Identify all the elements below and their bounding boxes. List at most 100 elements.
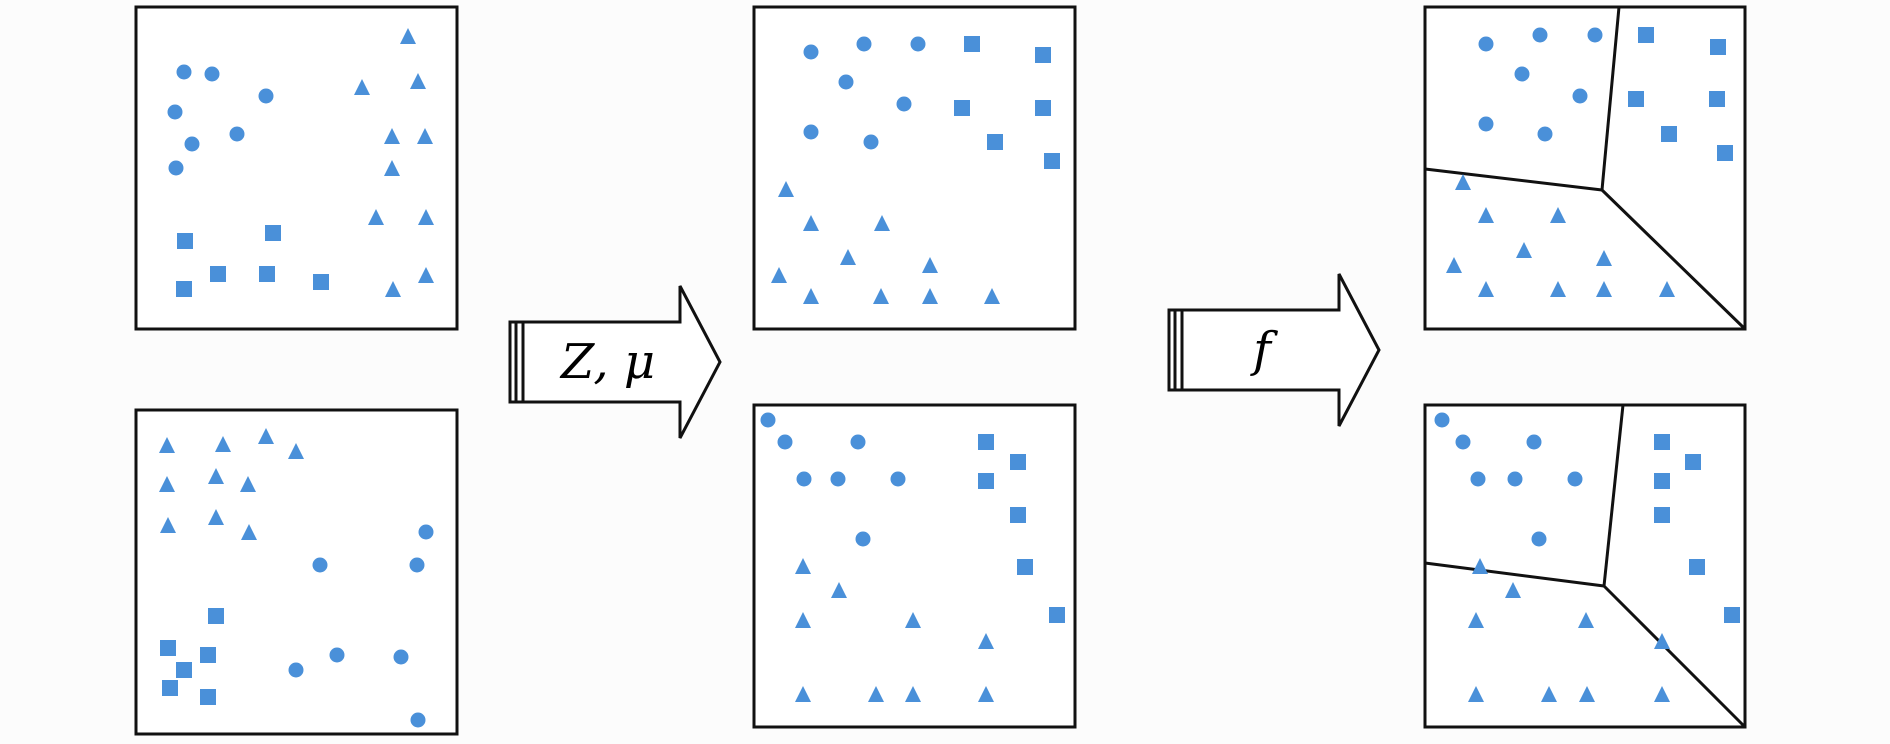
- circle-marker: [288, 662, 304, 678]
- triangle-marker: [385, 281, 401, 297]
- markers: [167, 28, 434, 297]
- square-marker: [978, 434, 994, 450]
- triangle-marker: [1550, 207, 1566, 223]
- square-marker: [1717, 145, 1733, 161]
- latent-panel-top: [752, 5, 1077, 331]
- square-marker: [987, 134, 1003, 150]
- circle-marker: [1537, 126, 1553, 142]
- circle-marker: [258, 88, 274, 104]
- triangle-marker: [905, 686, 921, 702]
- triangle-marker: [874, 215, 890, 231]
- square-marker: [954, 100, 970, 116]
- triangle-marker: [1596, 250, 1612, 266]
- triangle-marker: [1659, 281, 1675, 297]
- circle-marker: [1478, 36, 1494, 52]
- circle-marker: [890, 471, 906, 487]
- triangle-marker: [795, 612, 811, 628]
- triangle-marker: [1478, 281, 1494, 297]
- circle-marker: [393, 649, 409, 665]
- triangle-marker: [258, 428, 274, 444]
- triangle-marker: [368, 209, 384, 225]
- square-marker: [208, 608, 224, 624]
- triangle-marker: [417, 128, 433, 144]
- square-marker: [1010, 454, 1026, 470]
- circle-marker: [838, 74, 854, 90]
- triangle-marker: [1550, 281, 1566, 297]
- square-marker: [1010, 507, 1026, 523]
- markers: [1434, 412, 1740, 702]
- circle-marker: [803, 44, 819, 60]
- triangle-marker: [354, 79, 370, 95]
- square-marker: [1709, 91, 1725, 107]
- square-marker: [1049, 607, 1065, 623]
- circle-marker: [410, 712, 426, 728]
- triangle-marker: [984, 288, 1000, 304]
- markers: [159, 428, 434, 728]
- triangle-marker: [1541, 686, 1557, 702]
- triangle-marker: [978, 633, 994, 649]
- circle-marker: [204, 66, 220, 82]
- circle-marker: [1478, 116, 1494, 132]
- square-marker: [1638, 27, 1654, 43]
- triangle-marker: [922, 288, 938, 304]
- markers: [1446, 27, 1733, 297]
- triangle-marker: [868, 686, 884, 702]
- square-marker: [200, 647, 216, 663]
- triangle-marker: [418, 267, 434, 283]
- triangle-marker: [1478, 207, 1494, 223]
- square-marker: [1724, 607, 1740, 623]
- square-marker: [176, 281, 192, 297]
- triangle-marker: [1516, 242, 1532, 258]
- triangle-marker: [1596, 281, 1612, 297]
- triangle-marker: [803, 215, 819, 231]
- triangle-marker: [410, 73, 426, 89]
- square-marker: [1710, 39, 1726, 55]
- triangle-marker: [803, 288, 819, 304]
- circle-marker: [418, 524, 434, 540]
- triangle-marker: [1579, 686, 1595, 702]
- circle-marker: [176, 64, 192, 80]
- triangle-marker: [1578, 612, 1594, 628]
- circle-marker: [167, 104, 183, 120]
- triangle-marker: [1505, 582, 1521, 598]
- triangle-marker: [400, 28, 416, 44]
- triangle-marker: [778, 181, 794, 197]
- circle-marker: [1455, 434, 1471, 450]
- square-marker: [1654, 473, 1670, 489]
- circle-marker: [863, 134, 879, 150]
- circle-marker: [1532, 27, 1548, 43]
- circle-marker: [855, 531, 871, 547]
- triangle-marker: [795, 686, 811, 702]
- triangle-marker: [905, 612, 921, 628]
- square-marker: [176, 662, 192, 678]
- triangle-marker: [1654, 686, 1670, 702]
- triangle-marker: [1468, 612, 1484, 628]
- input-panel-top: [134, 5, 459, 331]
- classified-panel-top: [1423, 5, 1747, 331]
- circle-marker: [910, 36, 926, 52]
- circle-marker: [1470, 471, 1486, 487]
- triangle-marker: [831, 582, 847, 598]
- square-marker: [265, 225, 281, 241]
- circle-marker: [409, 557, 425, 573]
- triangle-marker: [159, 437, 175, 453]
- circle-marker: [229, 126, 245, 142]
- triangle-marker: [240, 476, 256, 492]
- circle-marker: [830, 471, 846, 487]
- circle-marker: [850, 434, 866, 450]
- triangle-marker: [159, 476, 175, 492]
- square-marker: [1685, 454, 1701, 470]
- triangle-marker: [208, 468, 224, 484]
- square-marker: [1035, 47, 1051, 63]
- circle-marker: [329, 647, 345, 663]
- markers: [760, 412, 1065, 702]
- circle-marker: [1531, 531, 1547, 547]
- circle-marker: [312, 557, 328, 573]
- square-marker: [978, 473, 994, 489]
- circle-marker: [168, 160, 184, 176]
- markers: [771, 36, 1060, 304]
- square-marker: [1661, 126, 1677, 142]
- square-marker: [162, 680, 178, 696]
- triangle-marker: [1468, 686, 1484, 702]
